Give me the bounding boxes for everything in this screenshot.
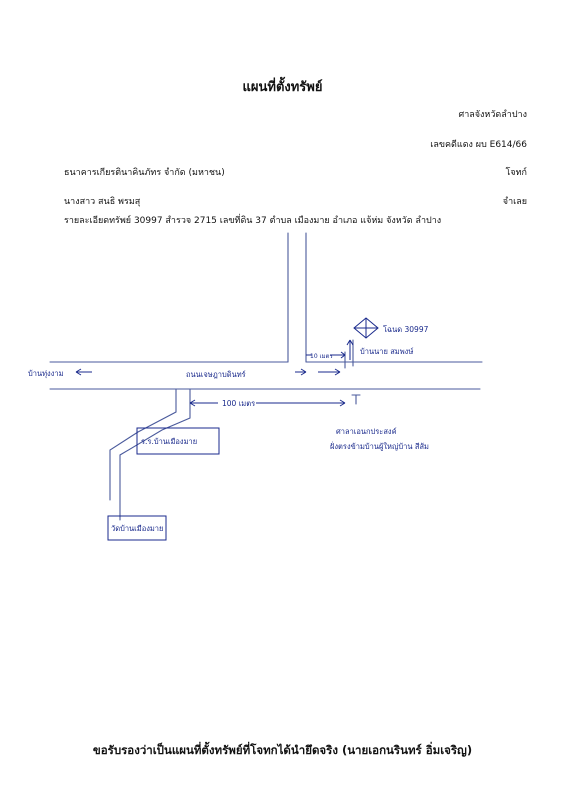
arrow-right (318, 368, 341, 376)
temple-box (107, 515, 167, 541)
arrow-up-plot (346, 339, 354, 360)
map-labels: บ้านทุ่งงาม ถนนเจษฎาบดินทร์ โฉนด 30997 บ… (28, 325, 429, 533)
south-road-inner-edge (119, 388, 191, 521)
school-box (136, 427, 220, 455)
arrow-mid (295, 368, 307, 376)
dist-main-arrow-left (189, 399, 218, 407)
label-school: ร.ร.บ้านเมืองมาย (141, 437, 197, 446)
plaintiff-name: ธนาคารเกียรตินาคินภัทร จำกัด (มหาชน) (64, 168, 225, 178)
property-detail: รายละเอียดทรัพย์ 30997 สำรวจ 2715 เลขที่… (64, 216, 442, 226)
direction-arrows (75, 339, 354, 407)
court-name: ศาลจังหวัดลำปาง (458, 110, 527, 120)
dist-small-arrow (306, 351, 346, 359)
label-plot: โฉนด 30997 (383, 325, 429, 334)
plaintiff-role: โจทก์ (505, 168, 528, 178)
case-number: เลขคดีแดง ผบ E614/66 (430, 140, 527, 150)
road-lines (49, 232, 483, 521)
arrow-left (75, 368, 92, 376)
certification-statement: ขอรับรองว่าเป็นแผนที่ตั้งทรัพย์ที่โจทกได… (92, 743, 473, 757)
plot-symbol (353, 317, 379, 339)
label-temple: วัดบ้านเมืองมาย (111, 524, 163, 533)
label-dist-small: 10 เมตร (310, 353, 333, 360)
label-landmark-1: ศาลาเอนกประสงค์ (336, 427, 397, 436)
label-left-road: บ้านทุ่งงาม (28, 369, 64, 378)
south-road-outer-edge (109, 388, 177, 501)
defendant-name: นางสาว สนธิ พรมสุ (64, 197, 141, 207)
label-owner-house: บ้านนาย สมพงษ์ (360, 347, 413, 356)
defendant-role: จำเลย (502, 197, 527, 207)
label-main-road: ถนนเจษฎาบดินทร์ (186, 370, 246, 379)
place-boxes (107, 427, 220, 541)
label-dist-main: 100 เมตร (222, 399, 255, 408)
page-title: แผนที่ตั้งทรัพย์ (242, 80, 323, 95)
label-landmark-2: ฝั่งตรงข้ามบ้านผู้ใหญ่บ้าน สีส้ม (330, 441, 429, 451)
dist-main-arrow-right (256, 399, 346, 407)
